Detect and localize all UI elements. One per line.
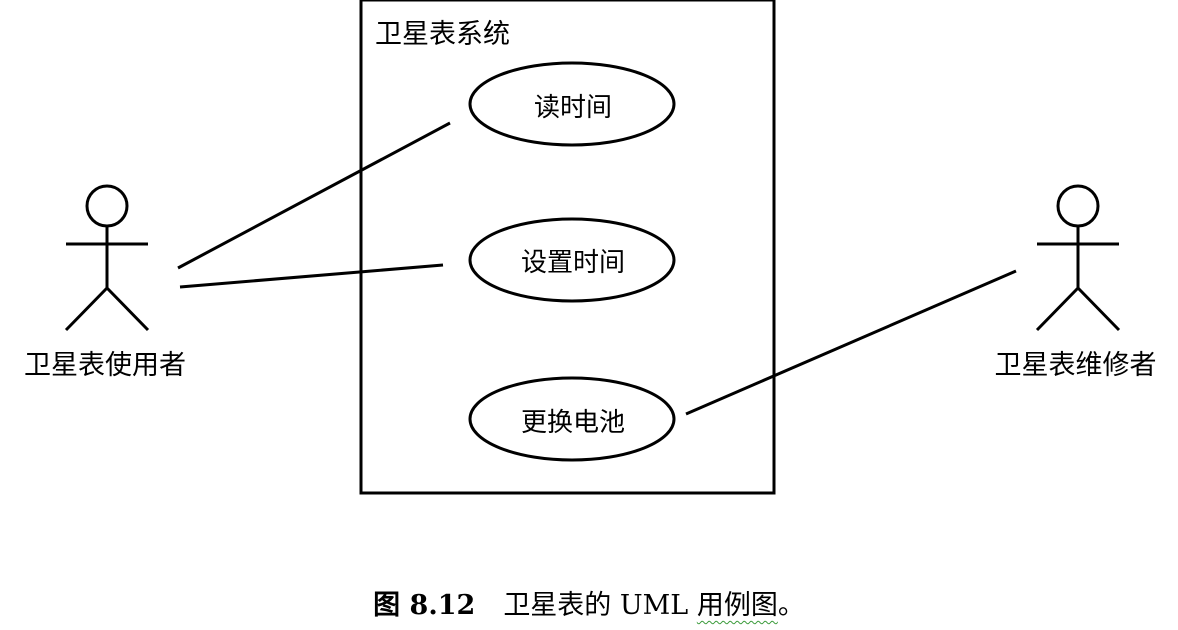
use-case-replace-battery — [468, 376, 676, 462]
association-maintainer-replace-battery — [685, 269, 1017, 416]
caption-period: 。 — [777, 590, 805, 621]
use-case-set-time-label: 设置时间 — [520, 248, 625, 278]
actor-user-left-leg — [64, 286, 109, 332]
actor-maintainer-right-leg — [1076, 286, 1121, 332]
use-case-read-time — [468, 61, 676, 147]
actor-maintainer-figure — [1035, 184, 1121, 332]
use-case-replace-battery-label: 更换电池 — [520, 408, 625, 438]
actor-maintainer-head — [1056, 184, 1100, 228]
system-boundary — [359, 0, 776, 495]
actor-maintainer-label: 卫星表维修者 — [994, 350, 1157, 381]
use-case-read-time-label: 读时间 — [533, 93, 612, 123]
caption-figure-number: 图 8.12 — [373, 590, 476, 621]
caption-text-after: 用例图 — [696, 590, 778, 621]
figure-caption: 图 8.12 卫星表的 UML 用例图。 — [0, 583, 1178, 622]
association-user-set-time — [179, 263, 444, 289]
association-user-read-time — [177, 121, 451, 270]
actor-user-head — [85, 184, 129, 228]
actor-user-figure — [64, 184, 150, 332]
use-case-set-time — [468, 217, 676, 303]
actor-maintainer-left-leg — [1035, 286, 1080, 332]
caption-uml: UML — [619, 590, 689, 621]
actor-user-label: 卫星表使用者 — [24, 350, 186, 381]
caption-text-before: 卫星表的 — [503, 590, 612, 621]
actor-user-right-leg — [105, 286, 150, 332]
system-title: 卫星表系统 — [375, 19, 510, 50]
